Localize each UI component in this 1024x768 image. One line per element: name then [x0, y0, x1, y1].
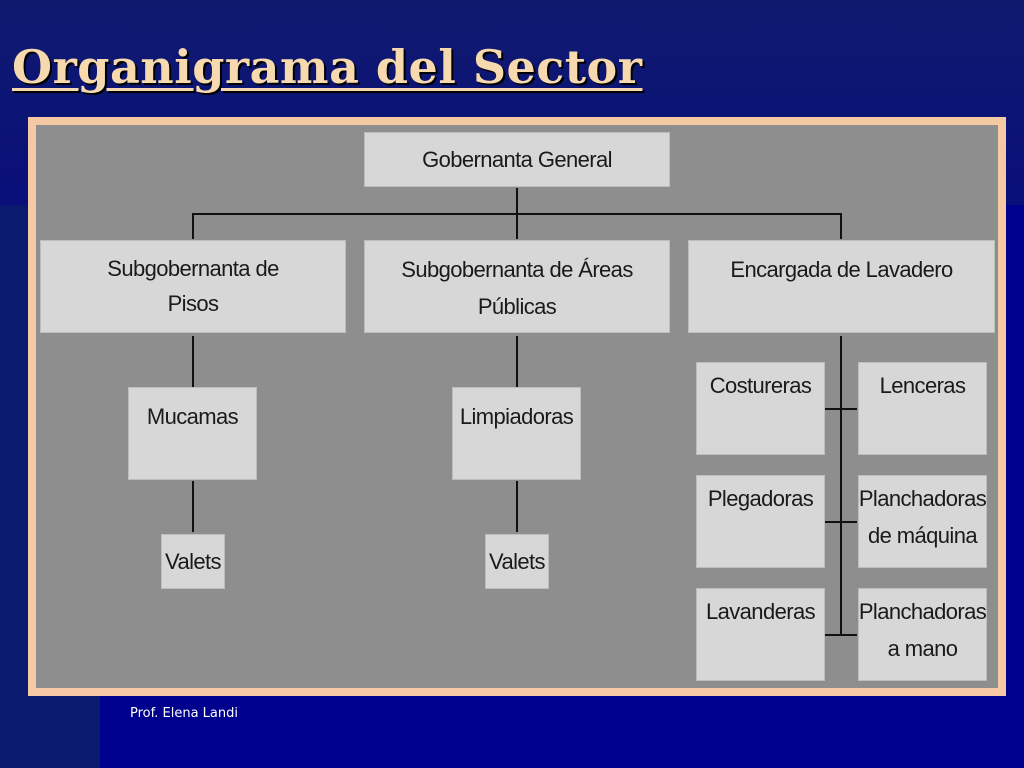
org-chart-frame: Gobernanta General Subgobernanta de Piso…	[28, 117, 1006, 696]
node-label: Encargada de Lavadero	[730, 257, 953, 282]
node-label: Valets	[165, 548, 222, 574]
node-gobernanta-general: Gobernanta General	[364, 132, 670, 187]
node-label: Plegadoras	[707, 486, 814, 511]
connector-mucamas-valets	[192, 481, 194, 532]
connector-areas-limpiadoras	[516, 336, 518, 387]
node-label: Valets	[489, 548, 546, 574]
connector-to-areas	[516, 213, 518, 239]
node-costureras: Costureras	[696, 362, 825, 455]
node-planchadoras-mano: Planchadoras a mano	[858, 588, 987, 681]
footer-author: Prof. Elena Landi	[130, 706, 238, 721]
node-valets-pisos: Valets	[161, 534, 225, 589]
node-label: Planchadoras a mano	[858, 599, 987, 662]
node-subgobernanta-areas-publicas: Subgobernanta de Áreas Públicas	[364, 240, 670, 333]
node-encargada-lavadero: Encargada de Lavadero	[688, 240, 995, 333]
node-limpiadoras: Limpiadoras	[452, 387, 581, 480]
connector-to-lavadero	[840, 213, 842, 239]
node-label: Mucamas	[146, 404, 239, 429]
connector-branch-row3	[825, 634, 857, 636]
connector-root-down	[516, 188, 518, 216]
org-chart-panel: Gobernanta General Subgobernanta de Piso…	[36, 125, 998, 688]
node-lenceras: Lenceras	[858, 362, 987, 455]
node-valets-areas: Valets	[485, 534, 549, 589]
node-label: Lenceras	[879, 373, 966, 398]
connector-pisos-mucamas	[192, 336, 194, 387]
connector-branch-row2	[825, 521, 857, 523]
node-label: Subgobernanta de Pisos	[107, 256, 279, 317]
node-plegadoras: Plegadoras	[696, 475, 825, 568]
connector-branch-row1	[825, 408, 857, 410]
connector-lavadero-trunk	[840, 336, 842, 636]
connector-to-pisos	[192, 213, 194, 239]
node-planchadoras-maquina: Planchadoras de máquina	[858, 475, 987, 568]
node-label: Limpiadoras	[459, 404, 574, 429]
node-label: Gobernanta General	[422, 146, 612, 172]
node-label: Subgobernanta de Áreas Públicas	[401, 257, 633, 320]
connector-limpiadoras-valets	[516, 481, 518, 532]
node-label: Planchadoras de máquina	[858, 486, 987, 549]
slide-title: Organigrama del Sector	[12, 40, 643, 94]
node-lavanderas: Lavanderas	[696, 588, 825, 681]
node-label: Lavanderas	[706, 599, 816, 624]
node-subgobernanta-pisos: Subgobernanta de Pisos	[40, 240, 346, 333]
node-label: Costureras	[709, 373, 812, 398]
node-mucamas: Mucamas	[128, 387, 257, 480]
